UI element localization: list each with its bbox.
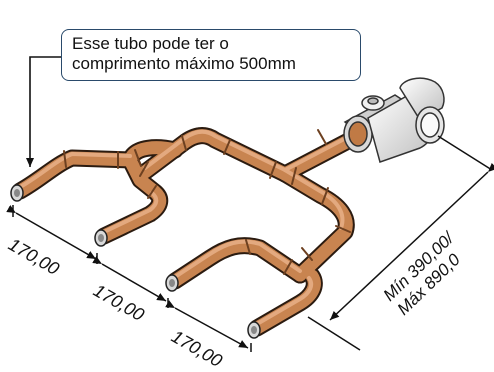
pipe-fittings (63, 129, 351, 275)
callout-leader (26, 56, 61, 167)
dimension-label-2: 170,00 (90, 280, 148, 325)
outlet-cap-3 (165, 274, 179, 292)
valve-body (343, 77, 445, 163)
callout-text-line-2: comprimento máximo 500mm (72, 54, 296, 73)
callout-text-line-1: Esse tubo pode ter o (72, 34, 229, 53)
outlet-cap-2 (94, 229, 108, 247)
dimension-lines (6, 135, 494, 352)
outlet-cap-1 (10, 184, 24, 202)
pipe-network (11, 127, 359, 337)
callout-box: Esse tubo pode ter o comprimento máximo … (61, 29, 361, 81)
dimension-label-3: 170,00 (168, 326, 226, 367)
outlet-caps (10, 184, 261, 339)
outlet-cap-4 (247, 321, 261, 339)
dimension-label-1: 170,00 (5, 234, 63, 279)
